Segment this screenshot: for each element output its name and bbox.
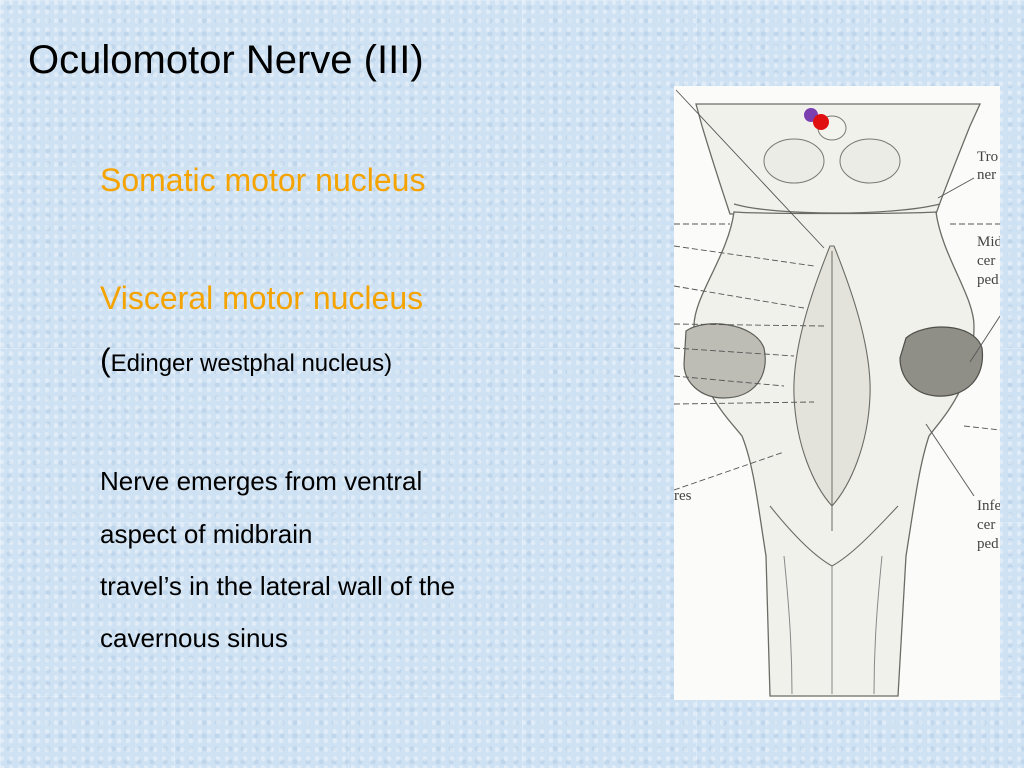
label-inf-2: cer [977,517,995,533]
label-inf-1: Infe [977,498,1000,514]
somatic-motor-nucleus-text: Somatic motor nucleus [100,162,426,198]
label-left-res: res [674,488,692,504]
brainstem-illustration: Tro ner Mid cer ped Infe cer ped res [674,86,1000,700]
open-paren: ( [100,342,111,378]
right-peduncle-shape [899,326,984,397]
slide-title: Oculomotor Nerve (III) [28,38,424,82]
edinger-westphal-text: Edinger westphal nucleus [110,350,385,377]
label-troch-1: Tro [977,149,998,165]
body-line-4: cavernous sinus [100,623,288,653]
close-paren: ) [384,350,393,377]
body-line-1: Nerve emerges from ventral [100,466,423,496]
red-dot [813,114,829,130]
label-mid-3: ped [977,272,999,288]
label-troch-2: ner [977,167,996,183]
label-inf-3: ped [977,536,999,552]
brainstem-drawing: Tro ner Mid cer ped Infe cer ped res [674,89,1000,697]
body-line-2: aspect of midbrain [100,519,313,549]
visceral-motor-nucleus-text: Visceral motor nucleus [100,280,424,316]
edinger-westphal-line: (Edinger westphal nucleus) [100,342,392,379]
label-mid-1: Mid [977,234,1000,250]
left-peduncle-shape [683,323,766,399]
body-line-3: travel’s in the lateral wall of the [100,571,456,601]
label-mid-2: cer [977,253,995,269]
